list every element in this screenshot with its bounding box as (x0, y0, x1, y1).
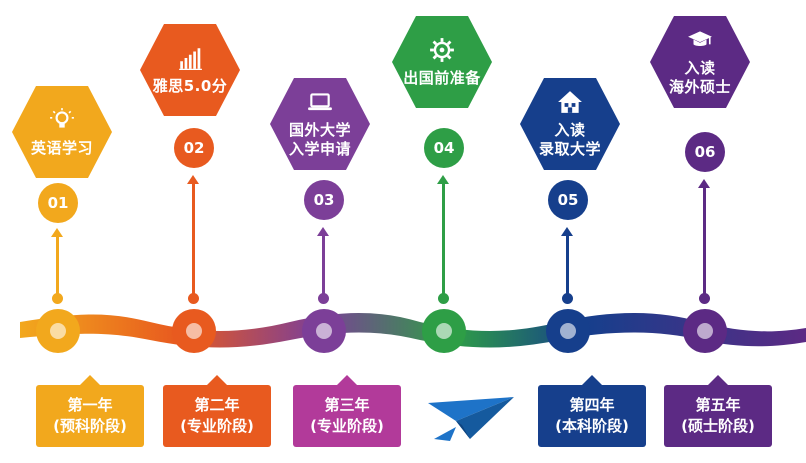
timeline-node (683, 309, 727, 353)
step-title: 录取大学 (538, 140, 601, 158)
step-number-01: 01 (38, 183, 78, 223)
stage-box-year-5: 第五年 (硕士阶段) (664, 375, 772, 447)
laptop-icon (308, 93, 332, 111)
step-06-arrow (698, 179, 710, 304)
stage-phase: (硕士阶段) (681, 417, 755, 435)
step-02-hexagon: 雅思5.0分 (138, 22, 242, 118)
step-06-hexagon: 入读 海外硕士 (648, 14, 752, 110)
stage-phase: (专业阶段) (310, 417, 384, 435)
stage-phase: (专业阶段) (180, 417, 254, 435)
step-title: 国外大学 (288, 121, 351, 140)
step-title: 雅思5.0分 (152, 76, 228, 95)
paper-plane-icon (428, 397, 514, 441)
step-05-arrow (561, 227, 573, 304)
step-title: 出国前准备 (403, 68, 481, 87)
stage-box-year-3: 第三年 (专业阶段) (293, 375, 401, 447)
step-number-05: 05 (548, 180, 588, 220)
step-title: 英语学习 (30, 138, 93, 157)
stage-box-year-2: 第二年 (专业阶段) (163, 375, 271, 447)
step-02-arrow (187, 175, 199, 304)
step-number-06: 06 (685, 132, 725, 172)
stage-year: 第三年 (324, 396, 370, 414)
stage-year: 第五年 (695, 396, 741, 414)
timeline-node (172, 309, 216, 353)
graduation-cap-icon (688, 31, 712, 47)
stage-box-year-1: 第一年 (预科阶段) (36, 375, 144, 447)
stage-phase: (预科阶段) (53, 417, 127, 435)
step-title: 入读 (554, 121, 586, 140)
timeline-node (36, 309, 80, 353)
stage-year: 第四年 (569, 396, 615, 414)
step-04-hexagon: 出国前准备 (390, 14, 494, 110)
step-number-03: 03 (304, 180, 344, 220)
gear-icon (430, 37, 454, 62)
stage-year: 第一年 (67, 396, 113, 414)
stage-box-year-4: 第四年 (本科阶段) (538, 375, 646, 447)
step-03-hexagon: 国外大学 入学申请 (268, 76, 372, 172)
timeline-node (302, 309, 346, 353)
step-03-arrow (317, 227, 329, 304)
lightbulb-icon (50, 107, 74, 128)
step-title: 入读 (684, 59, 716, 78)
stage-phase: (本科阶段) (555, 417, 629, 435)
step-number-04: 04 (424, 128, 464, 168)
step-number-02: 02 (174, 128, 214, 168)
step-01-arrow (51, 228, 63, 304)
step-title: 海外硕士 (668, 78, 731, 96)
timeline-node (546, 309, 590, 353)
step-title: 入学申请 (288, 140, 351, 158)
step-01-hexagon: 英语学习 (10, 84, 114, 180)
step-05-hexagon: 入读 录取大学 (518, 76, 622, 172)
timeline-node (422, 309, 466, 353)
stage-year: 第二年 (194, 396, 240, 414)
step-04-arrow (437, 175, 449, 304)
house-icon (558, 91, 582, 114)
bar-chart-icon (179, 47, 202, 70)
